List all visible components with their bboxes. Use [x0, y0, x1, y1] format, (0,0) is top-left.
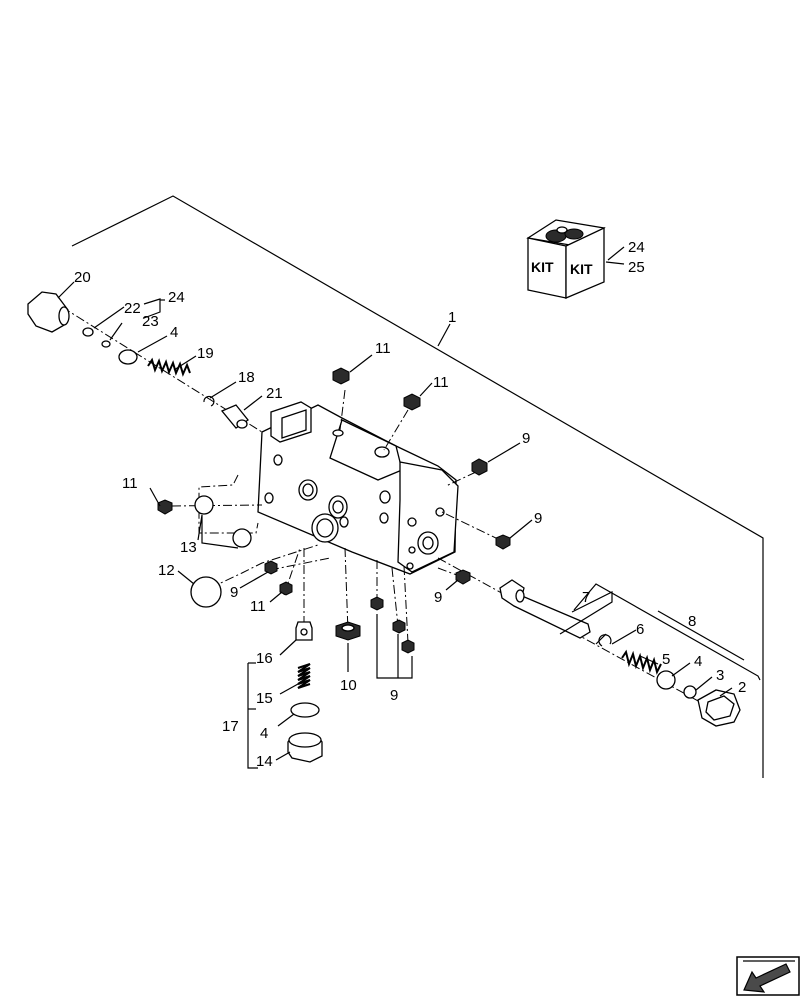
valve-body	[257, 401, 459, 575]
callout-7: 7	[582, 589, 590, 606]
part-12-oring	[190, 576, 222, 608]
callout-5: 5	[662, 651, 670, 668]
part-10-plug	[335, 621, 361, 641]
part-15-spring	[297, 663, 311, 689]
callout-1: 1	[448, 309, 456, 326]
callout-19: 19	[197, 345, 214, 362]
part-21-spool	[220, 404, 249, 429]
kit-box-icon: KIT KIT	[526, 219, 606, 299]
callout-11-d: 11	[250, 598, 266, 615]
part-4-lower-washer	[290, 702, 320, 718]
callout-2: 2	[738, 679, 746, 696]
callout-9-b: 9	[534, 510, 542, 527]
callout-21: 21	[266, 385, 283, 402]
part-23-oring	[101, 340, 111, 348]
callout-9-e: 9	[390, 687, 398, 704]
callout-25: 25	[628, 259, 645, 276]
callout-11-b: 11	[433, 374, 449, 391]
callout-4-upper: 4	[170, 324, 178, 341]
callout-9-a: 9	[522, 430, 530, 447]
part-5-spring	[621, 649, 662, 675]
kit-label-right: KIT	[570, 261, 593, 277]
part-20-plug	[27, 291, 70, 333]
leader-lines	[57, 246, 761, 769]
part-19-spring	[147, 357, 191, 377]
callout-3: 3	[716, 667, 724, 684]
callout-13: 13	[180, 539, 197, 556]
part-4-upper-washer	[118, 349, 138, 365]
callout-24-kit: 24	[628, 239, 645, 256]
part-14-plug	[287, 732, 323, 763]
callout-numbers: 20 22 23 24 4 19 18 21 1 11 11 9 9 11 13…	[74, 239, 746, 770]
part-2-plug	[697, 689, 741, 727]
callout-12: 12	[158, 562, 175, 579]
callout-9-c: 9	[230, 584, 238, 601]
callout-15: 15	[256, 690, 273, 707]
callout-17: 17	[222, 718, 239, 735]
callout-6: 6	[636, 621, 644, 638]
assembly-bracket	[71, 195, 764, 778]
set-screws	[157, 367, 511, 654]
part-6-ring	[598, 634, 612, 647]
callout-20: 20	[74, 269, 91, 286]
part-16-poppet	[295, 621, 313, 641]
callout-9-d: 9	[434, 589, 442, 606]
callout-16: 16	[256, 650, 273, 667]
kit-label-left: KIT	[531, 259, 554, 275]
callout-4-lower: 4	[260, 725, 268, 742]
part-22-oring	[82, 327, 94, 337]
callout-8: 8	[688, 613, 696, 630]
callout-14: 14	[256, 753, 273, 770]
callout-4-right: 4	[694, 653, 702, 670]
part-7-spool	[499, 579, 591, 639]
part-3-oring	[683, 685, 697, 699]
arrow-down-left-icon[interactable]	[736, 956, 800, 996]
callout-11-a: 11	[375, 340, 391, 357]
callout-10: 10	[340, 677, 357, 694]
callout-18: 18	[238, 369, 255, 386]
part-13-oring-b	[232, 528, 252, 548]
callout-22: 22	[124, 300, 141, 317]
callout-23: 23	[142, 313, 159, 330]
callout-24-top: 24	[168, 289, 185, 306]
part-4-right-washer	[656, 670, 676, 690]
part-13-oring-a	[194, 495, 214, 515]
callout-11-c: 11	[122, 475, 138, 492]
